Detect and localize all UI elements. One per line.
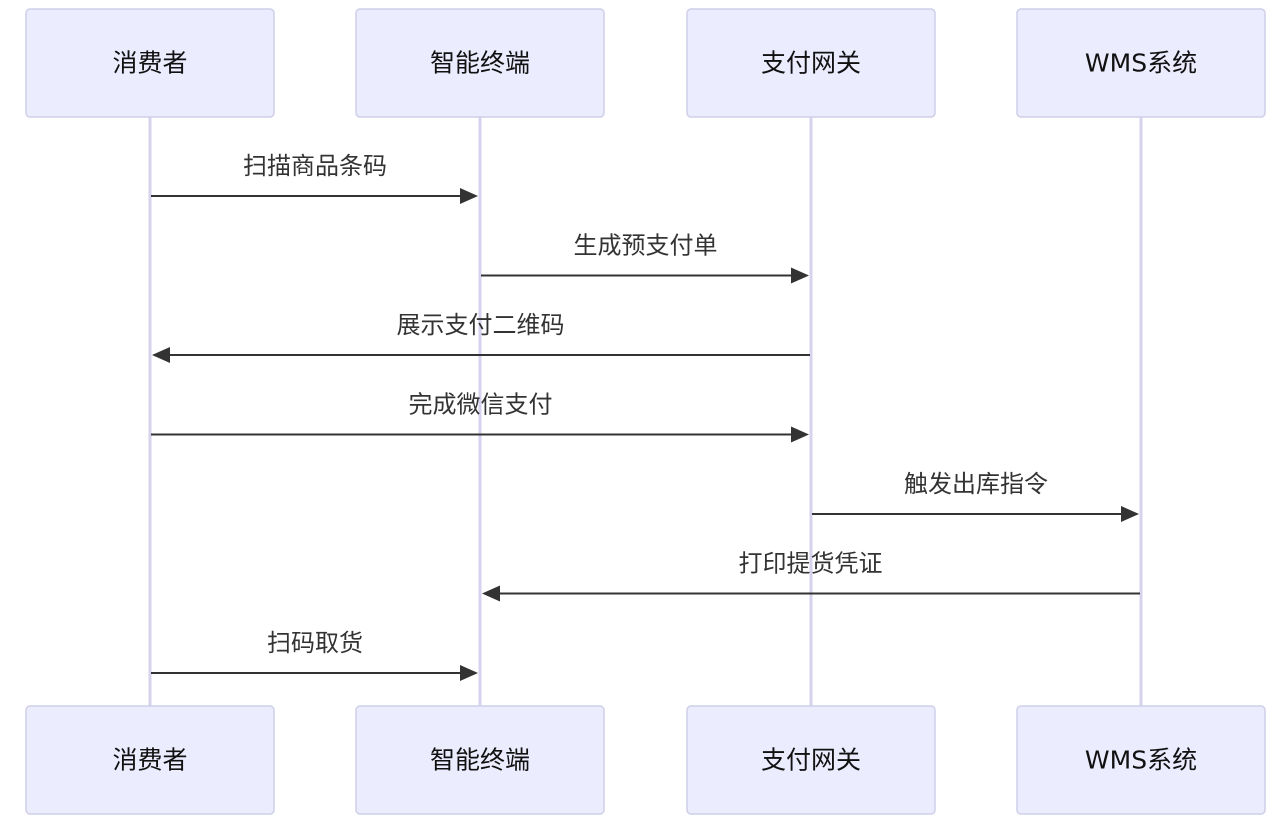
message-label: 打印提货凭证 [739,550,883,578]
message-5: 触发出库指令 [812,470,1139,522]
message-label: 扫码取货 [267,629,363,657]
participant-label: 支付网关 [761,746,861,775]
message-1: 扫描商品条码 [151,152,478,204]
participant-label: 消费者 [112,49,187,78]
participant-label: WMS系统 [1085,746,1197,775]
message-label: 扫描商品条码 [243,152,387,180]
participant-box [25,8,275,118]
participant-label: 消费者 [112,746,187,775]
participant-box [1016,705,1266,815]
message-arrowhead [152,347,170,363]
message-arrowhead [791,267,809,284]
participants-bottom: 消费者 智能终端 支付网关 WMS系统 [25,705,1266,815]
message-arrowhead [460,188,478,204]
message-label: 完成微信支付 [409,391,553,419]
message-label: 展示支付二维码 [397,311,565,339]
message-arrowhead [791,426,809,443]
message-arrowhead [482,585,500,602]
participant-box [25,705,275,815]
message-2: 生成预支付单 [481,232,809,284]
participant-label: 智能终端 [430,746,530,775]
participant-top-wms: WMS系统 [1016,8,1266,118]
message-7: 扫码取货 [151,629,478,681]
message-6: 打印提货凭证 [482,550,1140,602]
messages: 扫描商品条码生成预支付单展示支付二维码完成微信支付触发出库指令打印提货凭证扫码取… [151,152,1140,681]
participant-bottom-consumer: 消费者 [25,705,275,815]
lifelines [148,117,1143,706]
participant-label: 智能终端 [430,49,530,78]
participant-box [686,705,936,815]
participant-bottom-terminal: 智能终端 [355,705,605,815]
participant-label: WMS系统 [1085,49,1197,78]
participant-top-gateway: 支付网关 [686,8,936,118]
participant-label: 支付网关 [761,49,861,78]
message-4: 完成微信支付 [151,391,809,443]
participant-bottom-gateway: 支付网关 [686,705,936,815]
message-arrowhead [460,665,478,681]
participants-top: 消费者 智能终端 支付网关 WMS系统 [25,8,1266,118]
participant-box [355,8,605,118]
participant-bottom-wms: WMS系统 [1016,705,1266,815]
message-3: 展示支付二维码 [152,311,810,363]
message-arrowhead [1121,506,1139,522]
participant-box [686,8,936,118]
participant-top-consumer: 消费者 [25,8,275,118]
participant-box [355,705,605,815]
participant-box [1016,8,1266,118]
participant-top-terminal: 智能终端 [355,8,605,118]
message-label: 生成预支付单 [574,232,718,260]
message-label: 触发出库指令 [904,470,1048,498]
